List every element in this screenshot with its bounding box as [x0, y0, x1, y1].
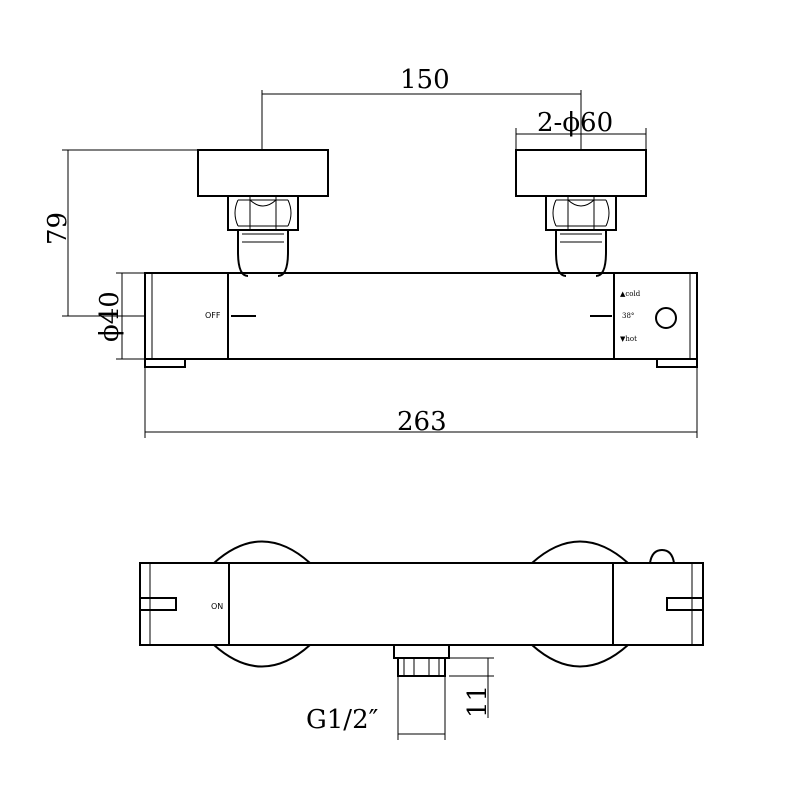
svg-text:G1/2″: G1/2″ [306, 705, 379, 735]
on-label: ON [211, 602, 223, 611]
left-round-flange [213, 540, 311, 564]
dimension-263: 263 [144, 367, 698, 438]
svg-text:150: 150 [400, 65, 450, 95]
dimension-11: 11 [449, 657, 494, 718]
left-slot [140, 597, 177, 611]
knob [649, 548, 675, 564]
top-view-body [139, 562, 704, 646]
svg-text:11: 11 [463, 685, 493, 718]
dimension-79: 79 [43, 149, 198, 317]
left-connector [237, 230, 289, 277]
dimension-150: 150 [261, 65, 582, 150]
right-foot [656, 358, 698, 368]
svg-text:2-ϕ60: 2-ϕ60 [537, 108, 613, 138]
right-flange [515, 149, 647, 197]
svg-text:ϕ40: ϕ40 [95, 291, 125, 342]
outlet-thread [397, 657, 446, 677]
left-hex-nut [227, 196, 299, 231]
svg-text:79: 79 [43, 212, 73, 245]
hot-label: ▼hot [620, 335, 637, 343]
right-hex-nut [545, 196, 617, 231]
front-view: OFF ▲cold 38° ▼hot [144, 149, 698, 368]
off-label: OFF [205, 311, 221, 320]
dimension-g12: G1/2″ [306, 676, 446, 740]
safety-button [655, 307, 677, 329]
top-view: ON [139, 540, 704, 677]
cold-label: ▲cold [620, 290, 641, 298]
right-slot [666, 597, 703, 611]
temperature-label: 38° [622, 312, 634, 320]
dimension-2-phi60: 2-ϕ60 [515, 108, 647, 150]
dimension-phi40: ϕ40 [95, 272, 145, 360]
left-flange [197, 149, 329, 197]
svg-text:263: 263 [397, 407, 447, 437]
left-foot [144, 358, 186, 368]
right-connector [555, 230, 607, 277]
right-round-flange [531, 540, 629, 564]
